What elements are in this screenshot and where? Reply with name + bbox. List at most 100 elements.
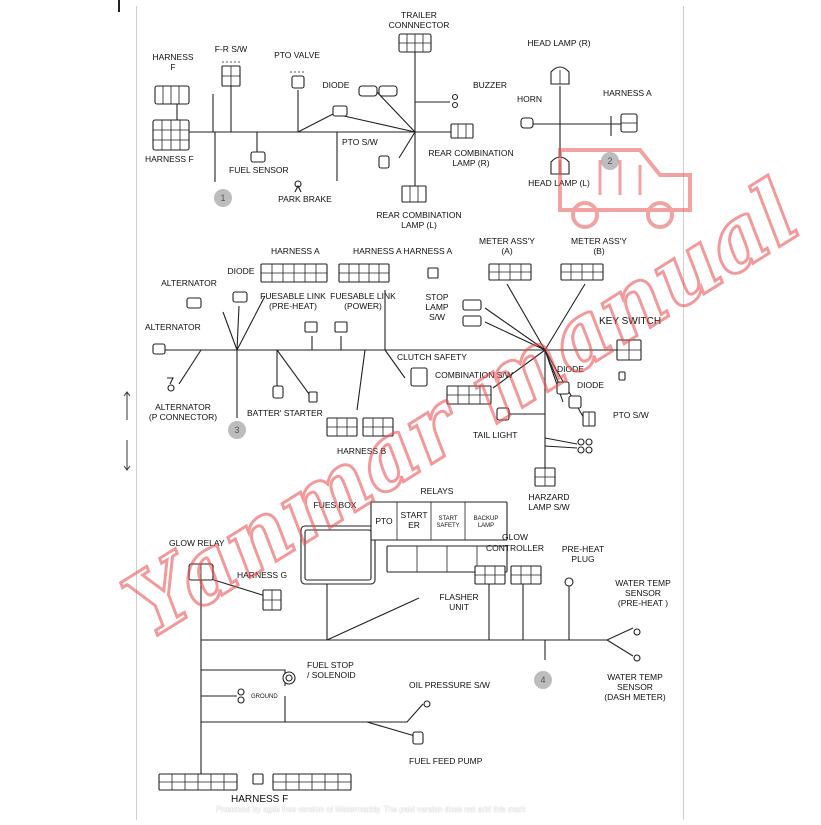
- harness-f-left-connector: [152, 119, 190, 151]
- viewer-edge-bar: [118, 0, 120, 12]
- label-glow-relay: GLOW RELAY: [169, 538, 225, 548]
- oil-pressure-sw-symbol: [423, 700, 431, 708]
- label-fuse-box: FUES BOX: [314, 500, 357, 510]
- label-water-temp-preheat-2: SENSOR: [625, 588, 661, 598]
- label-harness-a-top: HARNESS A: [603, 88, 652, 98]
- preheat-plug-symbol: [564, 577, 574, 587]
- label-relay-backup-2: LAMP: [478, 523, 494, 529]
- label-water-temp-dash-2: SENSOR: [617, 682, 653, 692]
- buzzer-symbol: [451, 93, 459, 109]
- label-horn: HORN: [517, 94, 542, 104]
- label-rear-comb-l-1: REAR COMBINATION: [376, 210, 461, 220]
- diode-2-symbol: [232, 291, 248, 303]
- label-rear-comb-r-2: LAMP (R): [452, 158, 489, 168]
- label-harness-a-2: HARNESS A HARNESS A: [353, 246, 453, 256]
- label-meter-b-2: (B): [593, 246, 605, 256]
- label-head-lamp-l: HEAD LAMP (L): [528, 178, 590, 188]
- diode-pair-connector: [358, 85, 398, 97]
- pto-sw-2-connector: [582, 411, 596, 427]
- label-fuse-link-preheat-1: FUESABLE LINK: [260, 291, 326, 301]
- label-relay-starter-2: ER: [408, 520, 420, 530]
- label-harness-f-left: HARNESS F: [145, 154, 194, 164]
- label-water-temp-preheat-3: (PRE-HEAT ): [618, 598, 668, 608]
- label-alternator-p-1: ALTERNATOR: [155, 402, 211, 412]
- section-badge-3-text: 3: [234, 425, 239, 435]
- rear-comb-r-connector: [378, 155, 390, 169]
- water-temp-dash-symbol: [633, 654, 641, 662]
- section-badge-4-text: 4: [540, 675, 545, 685]
- fr-sw-connector: [221, 61, 241, 87]
- label-key-switch: KEY SWITCH: [599, 316, 661, 327]
- label-water-temp-dash-1: WATER TEMP: [607, 672, 663, 682]
- label-pto-sw-2: PTO S/W: [613, 410, 649, 420]
- label-alternator-2: ALTERNATOR: [145, 322, 201, 332]
- meter-b-connector: [560, 263, 604, 281]
- label-flasher-unit-2: UNIT: [449, 602, 469, 612]
- head-lamp-r-connector: [550, 66, 570, 85]
- label-ground: GROUND: [251, 694, 278, 700]
- label-harness-f-top-1: HARNESS: [152, 52, 193, 62]
- wiring-diagram: 1 2 3 4 TRAILER CONNNECTOR HARNESS F F-R…: [145, 10, 671, 805]
- section-badge-1-text: 1: [220, 193, 225, 203]
- relay-box: [370, 501, 508, 573]
- wiring-diagram-page: 1 2 3 4 TRAILER CONNNECTOR HARNESS F F-R…: [136, 6, 684, 820]
- park-brake-symbol: [294, 180, 302, 193]
- section-1-wiring: [176, 51, 474, 196]
- label-stop-lamp-3: S/W: [429, 312, 445, 322]
- harness-a-top-connector: [620, 113, 638, 133]
- diode-4-symbol: [568, 395, 582, 409]
- label-rear-comb-r-1: REAR COMBINATION: [428, 148, 513, 158]
- label-oil-pressure: OIL PRESSURE S/W: [409, 680, 490, 690]
- section-badge-4: 4: [534, 671, 552, 689]
- label-stop-lamp-2: LAMP: [425, 302, 448, 312]
- label-stop-lamp-1: STOP: [426, 292, 449, 302]
- alternator-p-symbol: [167, 377, 175, 392]
- hazard-sw-connector: [534, 467, 556, 487]
- label-harness-a-1: HARNESS A: [271, 246, 320, 256]
- diode-1-symbol: [332, 105, 348, 117]
- label-relay-start-safety-1: START: [438, 516, 457, 522]
- label-harness-f-bottom: HARNESS F: [231, 794, 288, 805]
- fuse-box: [300, 525, 376, 585]
- label-meter-a-1: METER ASS'Y: [479, 236, 535, 246]
- clutch-safety-connector: [410, 367, 428, 387]
- label-flasher-unit-1: FLASHER: [439, 592, 478, 602]
- label-fuse-link-power-1: FUESABLE LINK: [330, 291, 396, 301]
- bulb-symbols: [577, 438, 593, 454]
- label-preheat-plug-2: PLUG: [571, 554, 594, 564]
- battery-connector: [272, 385, 284, 399]
- label-fuel-sensor: FUEL SENSOR: [229, 165, 289, 175]
- fuel-sensor-connector: [250, 151, 266, 163]
- section-badge-1: 1: [214, 189, 232, 207]
- section-badge-2-text: 2: [607, 156, 612, 166]
- fuse-link-preheat-connector: [304, 321, 318, 333]
- label-diode-1: DIODE: [323, 80, 350, 90]
- footer-watermark-note: Protected by agile free version of Water…: [216, 805, 526, 814]
- label-tail-light: TAIL LIGHT: [473, 430, 517, 440]
- resize-handle-icon[interactable]: [122, 390, 132, 472]
- label-combination-sw: COMBINATION S/W: [435, 370, 513, 380]
- label-trailer-connector-2: CONNNECTOR: [389, 20, 450, 30]
- fuel-stop-solenoid-symbol: [282, 671, 296, 685]
- label-fuel-stop-1: FUEL STOP: [307, 660, 354, 670]
- harness-g-connector: [262, 589, 282, 611]
- label-harness-g: HARNESS G: [237, 570, 287, 580]
- label-relay-starter-1: START: [400, 510, 427, 520]
- label-buzzer: BUZZER: [473, 80, 507, 90]
- ground-symbol: [237, 688, 245, 704]
- label-pto-valve: PTO VALVE: [274, 50, 320, 60]
- meter-a-connector: [488, 263, 532, 281]
- label-fr-sw: F-R S/W: [215, 44, 248, 54]
- tail-light-connector: [496, 407, 510, 421]
- label-relays: RELAYS: [421, 486, 454, 496]
- label-pto-sw-1: PTO S/W: [342, 137, 378, 147]
- water-temp-preheat-symbol: [633, 628, 641, 636]
- harness-b-connectors: [326, 417, 394, 437]
- stop-lamp-sw-connectors: [462, 299, 482, 327]
- glow-controller-connectors: [474, 565, 542, 585]
- harness-a-2-connector: [338, 263, 439, 283]
- label-water-temp-preheat-1: WATER TEMP: [615, 578, 671, 588]
- starter-connector: [308, 391, 318, 403]
- fuse-link-power-connector: [334, 321, 348, 333]
